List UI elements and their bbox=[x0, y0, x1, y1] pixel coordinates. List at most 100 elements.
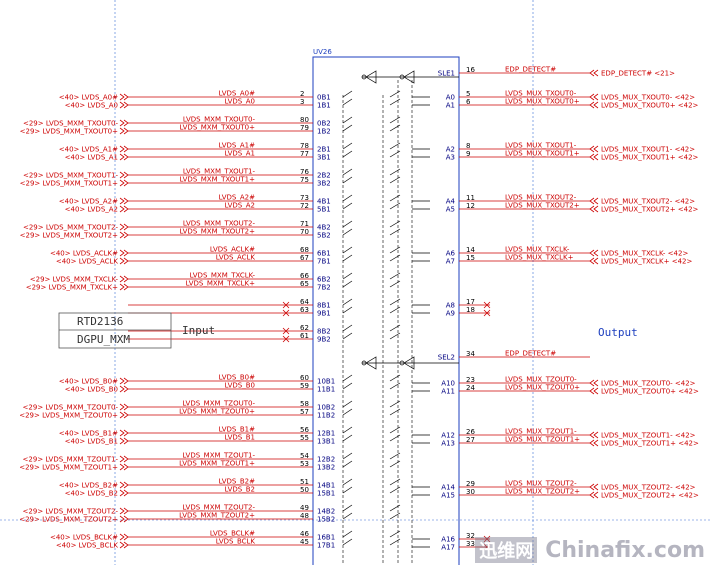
right-net-label: EDP_DETECT# bbox=[505, 66, 556, 74]
left-net-label: LVDS_A2# bbox=[219, 194, 255, 202]
right-pin-name: A12 bbox=[441, 432, 455, 440]
left-pin-number: 51 bbox=[300, 478, 309, 486]
right-pin-name: A3 bbox=[446, 154, 455, 162]
left-net-label: LVDS_MXM_TXOUT2- bbox=[183, 220, 256, 228]
right-pin-name: A13 bbox=[441, 440, 455, 448]
left-pin-name: 14B2 bbox=[317, 508, 335, 516]
left-pin-number: 49 bbox=[300, 504, 309, 512]
left-pin-number: 3 bbox=[300, 98, 304, 106]
left-ext-label: <40> LVDS_B0# bbox=[59, 378, 118, 386]
right-pin-name: A2 bbox=[446, 146, 455, 154]
left-pin-number: 66 bbox=[300, 272, 309, 280]
left-ext-label: <29> LVDS_MXM_TXOUT1- bbox=[23, 172, 118, 180]
right-pin-number: 34 bbox=[466, 350, 475, 358]
input-label: Input bbox=[182, 324, 215, 337]
right-pin-number: 29 bbox=[466, 480, 475, 488]
right-net-label: LVDS_MUX_TZOUT2- bbox=[505, 480, 577, 488]
right-net-label: LVDS_MUX_TXOUT0+ bbox=[505, 98, 580, 106]
left-pin-name: 4B2 bbox=[317, 224, 331, 232]
left-pin-name: 13B1 bbox=[317, 438, 335, 446]
left-pin-name: 6B2 bbox=[317, 276, 331, 284]
right-net-label: LVDS_MUX_TXCLK+ bbox=[505, 254, 574, 262]
left-ext-label: <29> LVDS_MXM_TXOUT1+ bbox=[20, 180, 118, 188]
chip-body bbox=[312, 56, 460, 565]
left-pin-number: 45 bbox=[300, 538, 309, 546]
right-pin-number: 9 bbox=[466, 150, 470, 158]
watermark-left: 迅维网 bbox=[475, 537, 538, 563]
left-pin-name: 9B2 bbox=[317, 336, 331, 344]
right-pin-number: 18 bbox=[466, 306, 475, 314]
left-ext-label: <40> LVDS_ACLK bbox=[56, 258, 119, 266]
right-pin-name: A5 bbox=[446, 206, 455, 214]
left-pin-number: 57 bbox=[300, 408, 309, 416]
left-net-label: LVDS_B2 bbox=[224, 486, 255, 494]
left-pin-number: 72 bbox=[300, 202, 309, 210]
left-ext-label: <29> LVDS_MXM_TXOUT2+ bbox=[20, 232, 118, 240]
left-pin-number: 63 bbox=[300, 306, 309, 314]
right-pin-name: A7 bbox=[446, 258, 455, 266]
left-pin-name: 1B1 bbox=[317, 102, 331, 110]
right-pin-number: 5 bbox=[466, 90, 470, 98]
left-net-label: LVDS_A1 bbox=[225, 150, 256, 158]
right-ext-label: LVDS_MUX_TXOUT1- <42> bbox=[601, 146, 695, 154]
source-box-line2: DGPU_MXM bbox=[77, 333, 130, 346]
left-net-label: LVDS_MXM_TXOUT1- bbox=[183, 168, 256, 176]
output-label: Output bbox=[598, 326, 638, 339]
left-ext-label: <40> LVDS_A2# bbox=[59, 198, 118, 206]
left-pin-name: 15B1 bbox=[317, 490, 335, 498]
left-pin-number: 55 bbox=[300, 434, 309, 442]
left-pin-number: 64 bbox=[300, 298, 309, 306]
right-pin-number: 14 bbox=[466, 246, 475, 254]
left-pin-name: 5B1 bbox=[317, 206, 331, 214]
left-pin-number: 62 bbox=[300, 324, 309, 332]
right-pin-number: 30 bbox=[466, 488, 475, 496]
left-pin-number: 67 bbox=[300, 254, 309, 262]
left-net-label: LVDS_BCLK bbox=[216, 538, 256, 546]
right-pin-name: SLE1 bbox=[438, 70, 455, 78]
left-ext-label: <29> LVDS_MXM_TXOUT0- bbox=[23, 120, 118, 128]
right-net-label: EDP_DETECT# bbox=[505, 350, 556, 358]
left-net-label: LVDS_ACLK# bbox=[210, 246, 255, 254]
left-pin-name: 2B2 bbox=[317, 172, 331, 180]
right-pin-name: A11 bbox=[441, 388, 455, 396]
left-pin-4b2: 4B2 71 LVDS_MXM_TXOUT2- <29> LVDS_MXM_TXOUT… bbox=[23, 220, 401, 232]
left-pin-number: 56 bbox=[300, 426, 309, 434]
right-net-label: LVDS_MUX_TXOUT1- bbox=[505, 142, 577, 150]
left-ext-label: <40> LVDS_A0# bbox=[59, 94, 118, 102]
left-pin-number: 61 bbox=[300, 332, 309, 340]
right-pin-name: SEL2 bbox=[438, 354, 455, 362]
right-pin-name: A8 bbox=[446, 302, 455, 310]
left-pin-9b2: 9B2 61 bbox=[128, 332, 401, 344]
left-pin-number: 50 bbox=[300, 486, 309, 494]
right-ext-label: LVDS_MUX_TZOUT1+ <42> bbox=[601, 440, 699, 448]
left-pin-number: 48 bbox=[300, 512, 309, 520]
left-net-label: LVDS_MXM_TZOUT1+ bbox=[179, 460, 255, 468]
left-pin-number: 60 bbox=[300, 374, 309, 382]
left-net-label: LVDS_BCLK# bbox=[210, 530, 255, 538]
left-ext-label: <29> LVDS_MXM_TXOUT2- bbox=[23, 224, 118, 232]
left-net-label: LVDS_A0# bbox=[219, 90, 255, 98]
right-pin-number: 15 bbox=[466, 254, 475, 262]
right-ext-label: LVDS_MUX_TZOUT1- <42> bbox=[601, 432, 696, 440]
right-pin-number: 33 bbox=[466, 540, 475, 548]
left-ext-label: <40> LVDS_ACLK# bbox=[50, 250, 118, 258]
right-ext-label: LVDS_MUX_TZOUT2+ <42> bbox=[601, 492, 699, 500]
left-pin-name: 3B1 bbox=[317, 154, 331, 162]
left-pin-number: 71 bbox=[300, 220, 309, 228]
